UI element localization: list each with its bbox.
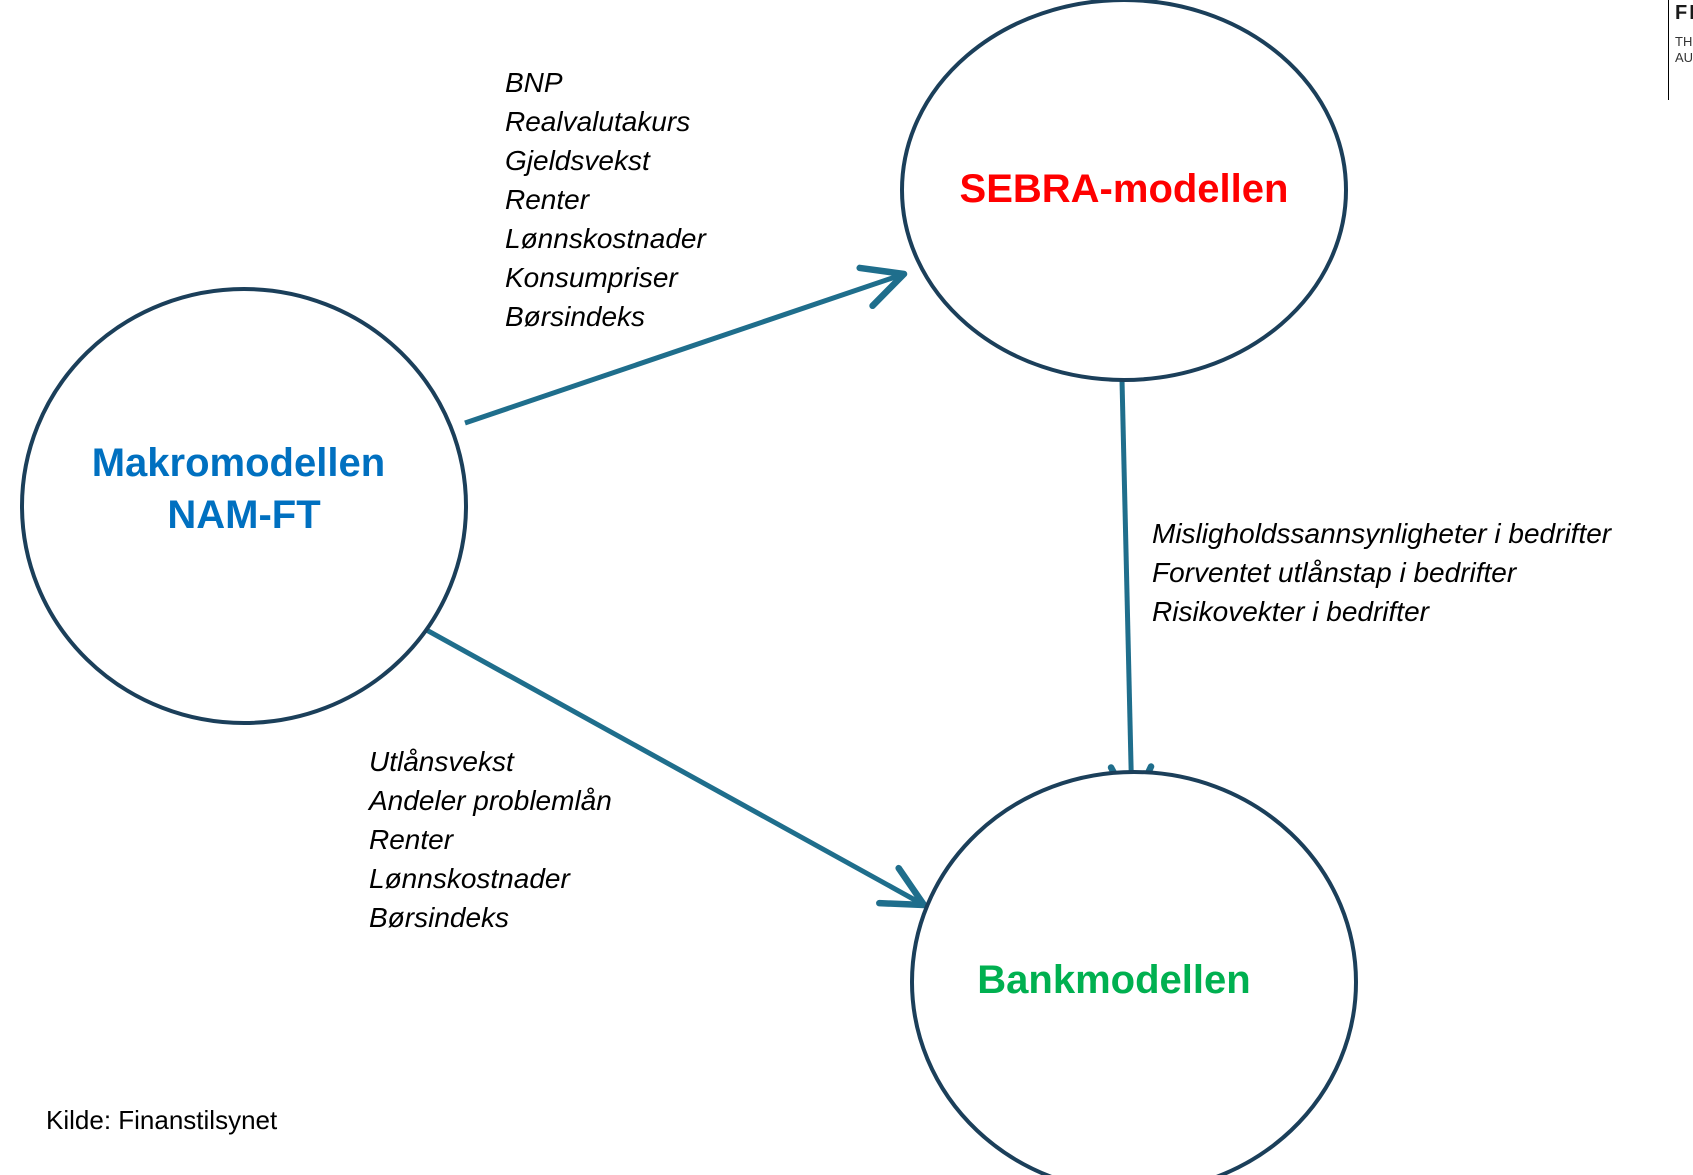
arrow-makro-to-bank [401, 614, 928, 909]
arrow-makro-to-sebra [464, 264, 908, 426]
node-makromodellen-sublabel: NAM-FT [167, 493, 320, 537]
edge-label-item: Lønnskostnader [505, 223, 707, 254]
edge-label-item: Andeler problemlån [367, 785, 612, 816]
node-sebra-modellen: SEBRA-modellen [900, 0, 1348, 382]
source-note: Kilde: Finanstilsynet [46, 1105, 278, 1135]
logo-line-2: AUTHORITY OF NORWAY [1675, 50, 1693, 65]
edge-label-item: Misligholdssannsynligheter i bedrifter [1152, 518, 1613, 549]
svg-text:BNP Realvalutakurs: BNP Realvalutakurs Gjeldsvekst Renter Lø… [505, 67, 714, 332]
svg-text:Makromodellen NAM-FT: Makromodellen NAM-FT [92, 441, 397, 537]
edge-label-item: BNP [505, 67, 563, 98]
node-makromodellen-circle [20, 287, 468, 725]
logo-brand: FINANSTILSYNET [1675, 2, 1693, 24]
arrow-sebra-to-bank [1107, 379, 1155, 811]
edge-label-item: Realvalutakurs [505, 106, 690, 137]
node-sebra-modellen-label: SEBRA-modellen [960, 167, 1289, 211]
edge-label-item: Lønnskostnader [369, 863, 571, 894]
edge-label-item: Renter [369, 824, 455, 855]
node-makromodellen-label: Makromodellen [92, 441, 385, 485]
edge-label-makro-to-bank: Utlånsvekst Andeler problemlån Renter Lø… [367, 746, 620, 933]
logo-line-1: THE FINANCIAL SUPERVISORY [1675, 34, 1693, 49]
edge-label-item: Renter [505, 184, 591, 215]
edge-label-item: Børsindeks [505, 301, 645, 332]
svg-text:Utlånsvekst Andeler prob: Utlånsvekst Andeler problemlån Renter Lø… [367, 746, 620, 933]
edge-label-item: Gjeldsvekst [505, 145, 651, 176]
node-sebra-modellen-circle [900, 0, 1348, 382]
edge-label-item: Børsindeks [369, 902, 509, 933]
edge-label-sebra-to-bank: Misligholdssannsynligheter i bedrifter F… [1152, 518, 1619, 627]
svg-text:SEBRA-modellen: SEBRA-modellen [960, 167, 1289, 211]
svg-text:Bankmodellen: Bankmodellen [977, 958, 1250, 1002]
node-bankmodellen-circle [910, 770, 1358, 1175]
edge-label-item: Forventet utlånstap i bedrifter [1152, 557, 1518, 588]
edge-label-makro-to-sebra: BNP Realvalutakurs Gjeldsvekst Renter Lø… [505, 67, 714, 332]
finanstilsynet-logo: FINANSTILSYNET THE FINANCIAL SUPERVISORY… [1668, 0, 1693, 100]
edge-label-item: Risikovekter i bedrifter [1152, 596, 1431, 627]
node-makromodellen: Makromodellen NAM-FT [20, 287, 468, 725]
edge-label-item: Konsumpriser [505, 262, 679, 293]
node-bankmodellen: Bankmodellen [910, 770, 1358, 1175]
node-bankmodellen-label: Bankmodellen [977, 958, 1250, 1002]
edge-label-item: Utlånsvekst [369, 746, 515, 777]
svg-text:Misligholdssannsynligheter i b: Misligholdssannsynligheter i bedrifter F… [1152, 518, 1619, 627]
